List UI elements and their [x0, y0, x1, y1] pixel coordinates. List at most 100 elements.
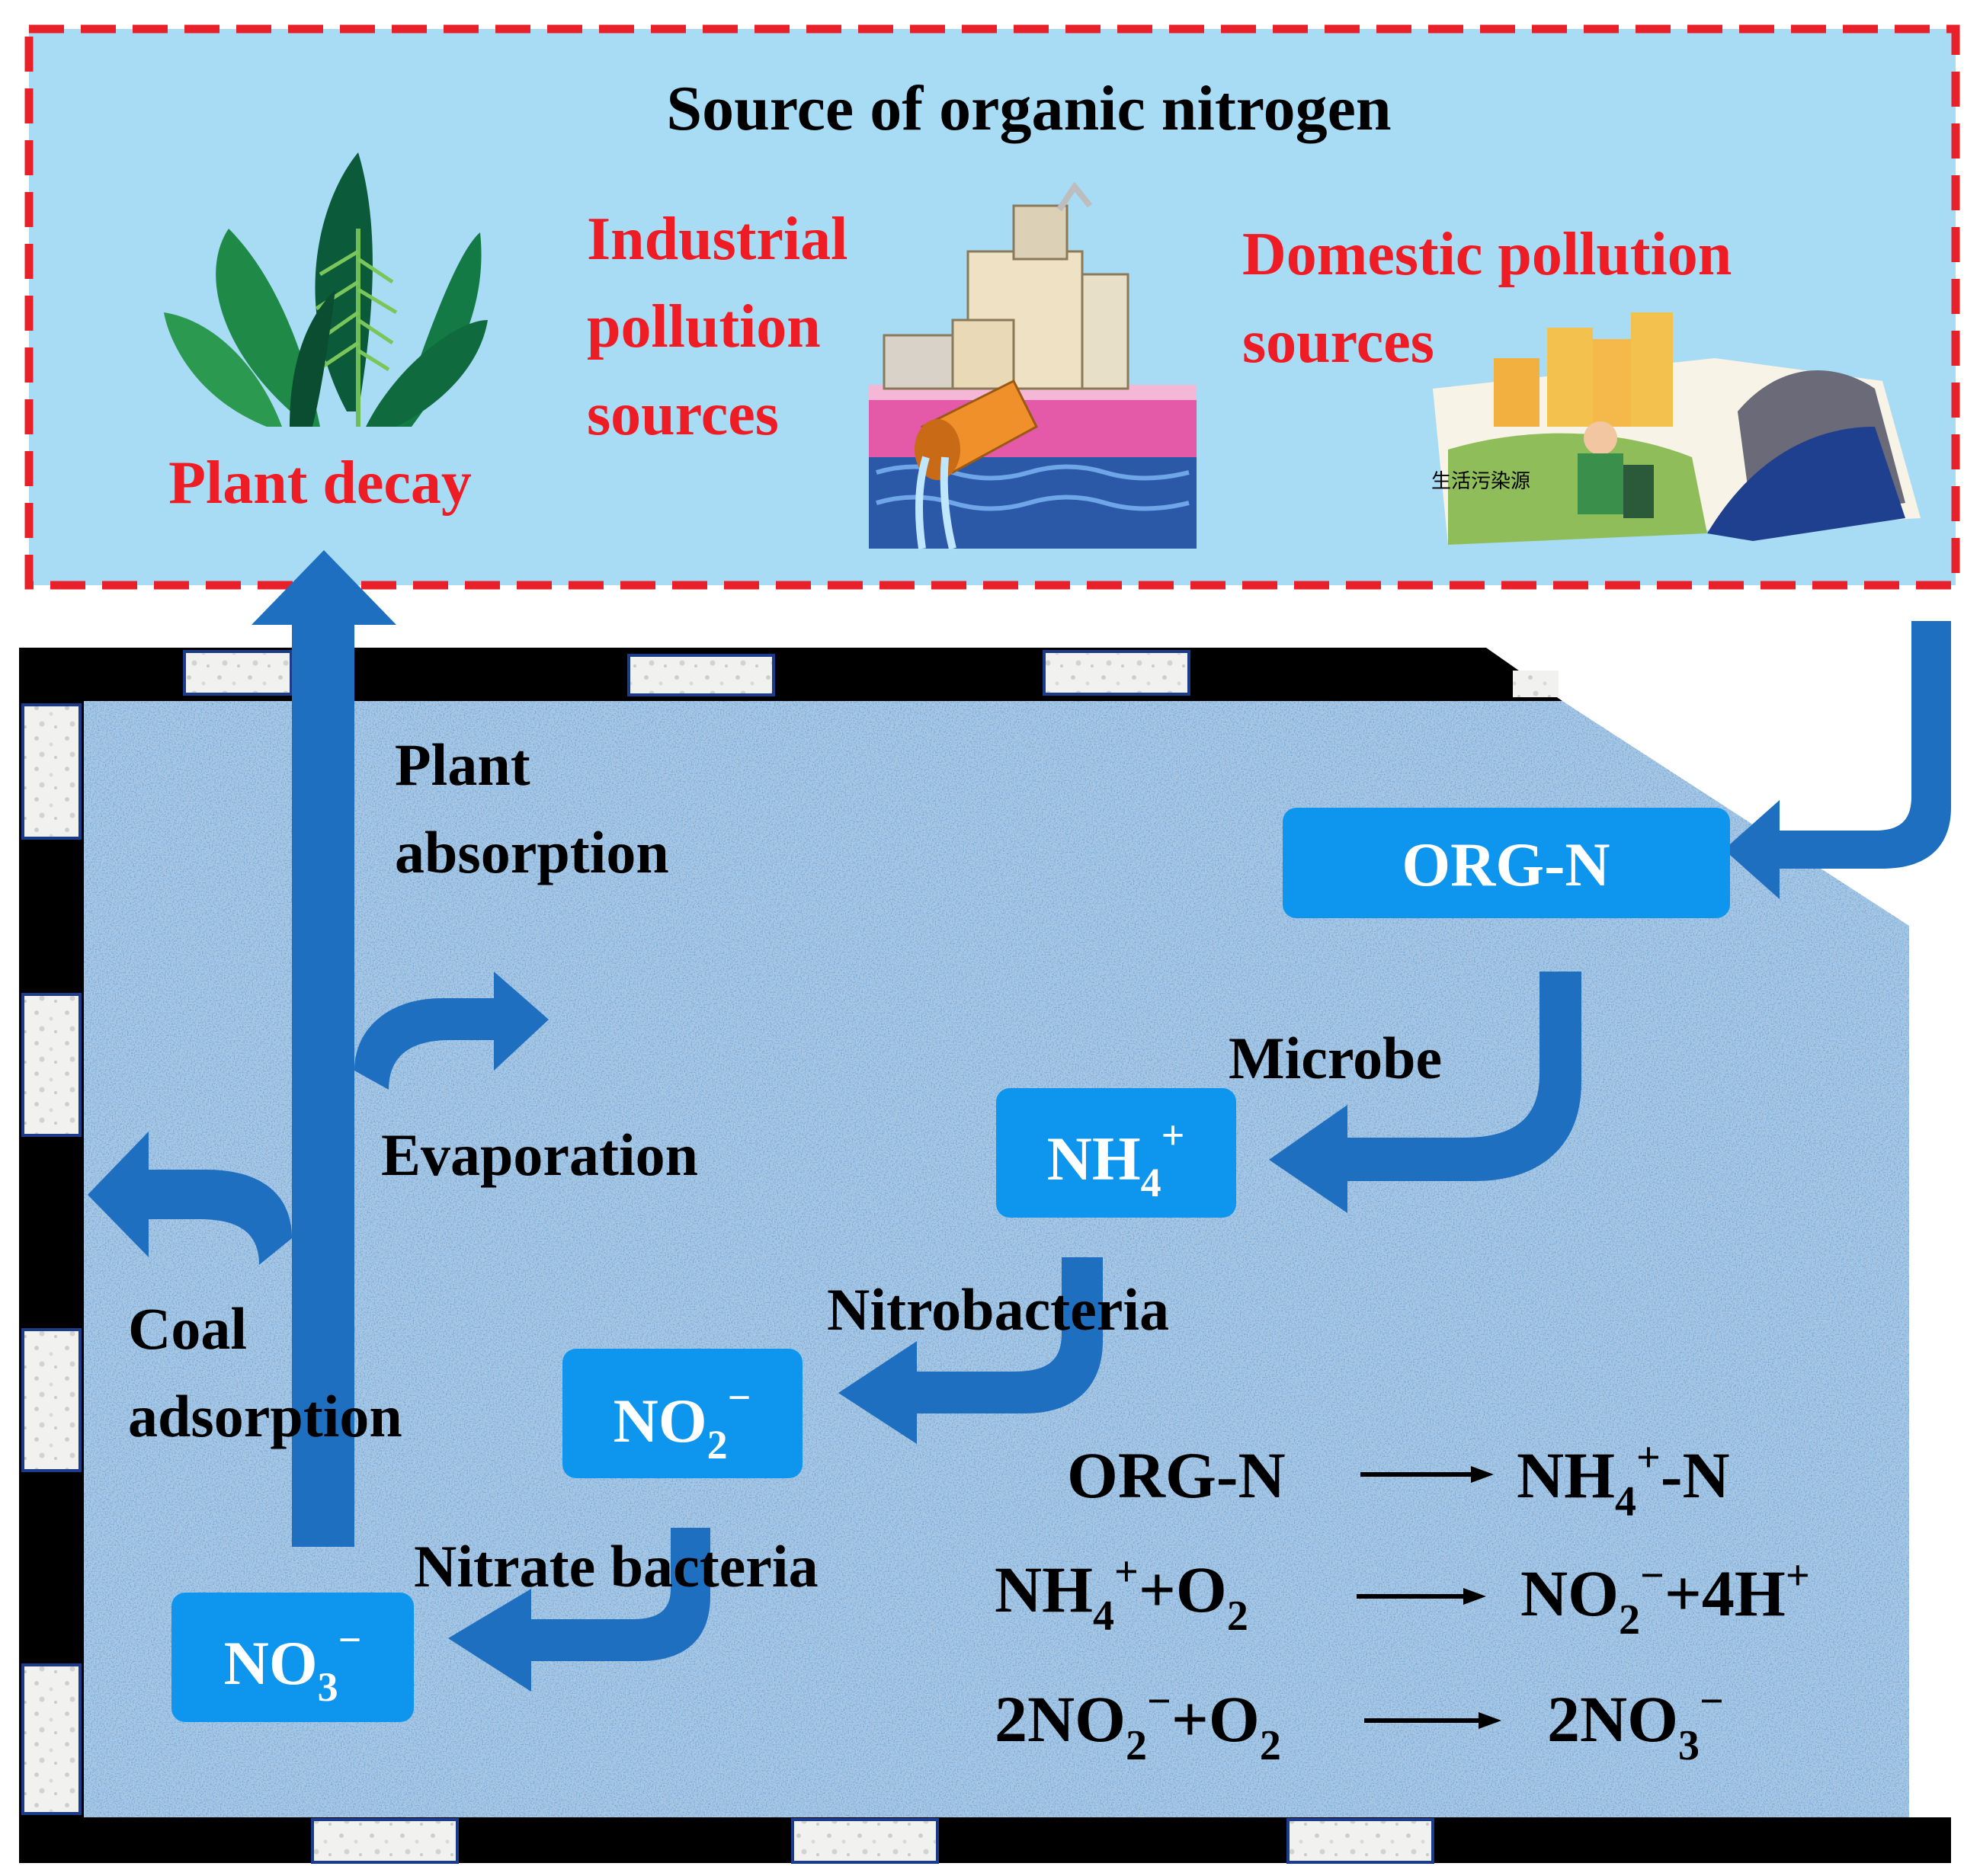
eq-1-lhs-part: 2: [1227, 1593, 1248, 1640]
eq-1-lhs-part: NH: [995, 1553, 1093, 1626]
eq-1-rhs-part: 2: [1619, 1596, 1640, 1644]
no3-node-label: NO3−: [224, 1617, 362, 1710]
wall-stone: [21, 1328, 82, 1472]
domestic-label-line-2: sources: [1242, 309, 1434, 376]
no3-sub: 3: [318, 1664, 338, 1710]
eq-2-rhs-part: 3: [1678, 1722, 1700, 1769]
nh4-sup: +: [1161, 1112, 1185, 1158]
microbe-label: Microbe: [1229, 1025, 1442, 1091]
eq-1-rhs-part: +4H: [1664, 1557, 1786, 1630]
no2-sup: −: [728, 1375, 751, 1420]
left-wall: [19, 648, 84, 1855]
wall-stone: [311, 1818, 459, 1864]
wall-stone: [21, 703, 82, 840]
eq-1-lhs-part: +: [1114, 1548, 1139, 1596]
wall-stone: [1043, 650, 1190, 696]
nitrate-bacteria-label: Nitrate bacteria: [414, 1533, 819, 1599]
water-texture: [84, 701, 1909, 1817]
wall-stone: [1513, 671, 1559, 697]
eq-2-rhs-part: 2NO: [1547, 1682, 1678, 1756]
source-panel-title: Source of organic nitrogen: [666, 73, 1391, 144]
equation-3-rhs: 2NO3−: [1547, 1678, 1724, 1769]
eq-0-rhs-part: 4: [1615, 1478, 1636, 1525]
industrial-label-line-1: Industrial: [587, 206, 847, 273]
reaction-equations: ORG-N NH4+-N NH4++O2 NO2−+4H+ 2NO2−+O2 2…: [995, 1434, 1810, 1769]
flow-arrows: [88, 550, 1951, 1692]
coal-adsorption-label-line-1: Coal: [128, 1295, 247, 1362]
wall-stone: [21, 1663, 82, 1815]
plant-decay-illustration: [164, 152, 488, 427]
eq-2-rhs-part: −: [1700, 1678, 1724, 1725]
bottom-wall: [19, 1817, 1951, 1863]
plant-decay-label: Plant decay: [168, 450, 472, 517]
plant-absorption-label-line-2: absorption: [395, 819, 669, 885]
domestic-pollution-illustration: 生活污染源: [1431, 312, 1921, 545]
evaporation-arrow: [354, 972, 549, 1090]
industrial-label-line-2: pollution: [587, 293, 821, 360]
no2-base: NO: [614, 1386, 707, 1455]
nitrobacteria-label: Nitrobacteria: [827, 1276, 1169, 1343]
nitrate-bacteria-arrow: [448, 1528, 710, 1692]
eq-2-lhs-part: 2: [1126, 1722, 1147, 1769]
equation-3: 2NO2−+O2 2NO3−: [995, 1678, 1724, 1769]
eq-0-rhs-part: +: [1636, 1434, 1661, 1481]
equation-1-rhs: NH4+-N: [1517, 1434, 1730, 1525]
no2-sub: 2: [707, 1422, 728, 1468]
source-panel: Source of organic nitrogen: [24, 24, 1960, 590]
org-n-node-label: ORG-N: [1402, 830, 1610, 899]
source-panel-dashed-border: [24, 24, 1960, 590]
no3-node: NO3−: [171, 1593, 414, 1722]
nh4-node: NH4+: [996, 1088, 1236, 1218]
eq-2-lhs-part: 2NO: [995, 1682, 1126, 1756]
no3-base: NO: [224, 1628, 318, 1698]
equation-3-arrow: [1364, 1712, 1501, 1729]
equation-1-arrow: [1360, 1466, 1494, 1483]
industrial-label-line-3: sources: [587, 381, 779, 448]
plant-absorption-arrow: [252, 550, 396, 1547]
eq-0-rhs-part: -N: [1661, 1439, 1730, 1512]
equation-2-rhs: NO2−+4H+: [1520, 1552, 1810, 1644]
wall-stone: [791, 1818, 939, 1864]
eq-2-lhs-part: 2: [1260, 1722, 1281, 1769]
equation-2-lhs: NH4++O2: [995, 1548, 1248, 1640]
wall-stone: [21, 993, 82, 1137]
equation-1-lhs: ORG-N: [1067, 1439, 1286, 1512]
eq-1-rhs-part: −: [1640, 1552, 1664, 1599]
eq-2-lhs-part: −: [1147, 1678, 1171, 1725]
no2-node: NO2−: [562, 1349, 803, 1478]
equation-2-arrow: [1357, 1588, 1486, 1605]
evaporation-label: Evaporation: [381, 1122, 698, 1188]
industrial-pollution-illustration: [869, 181, 1197, 550]
inflow-arrow: [1724, 621, 1951, 899]
wall-stone: [627, 654, 775, 696]
eq-1-rhs-part: +: [1786, 1552, 1810, 1599]
plant-absorption-label-line-1: Plant: [395, 732, 530, 798]
microbe-arrow: [1269, 972, 1581, 1213]
nh4-sub: 4: [1141, 1160, 1161, 1205]
process-labels: Plant absorption Evaporation Coal adsorp…: [128, 732, 1442, 1599]
eq-2-lhs-part: +O: [1171, 1682, 1260, 1756]
eq-1-lhs-part: +O: [1139, 1553, 1227, 1626]
nitrobacteria-arrow: [838, 1257, 1103, 1444]
wetland-basin: [19, 648, 1951, 1864]
eq-0-lhs-part: ORG-N: [1067, 1439, 1286, 1512]
no2-node-label: NO2−: [614, 1375, 751, 1468]
org-n-node: ORG-N: [1283, 808, 1730, 918]
coal-adsorption-arrow: [88, 1132, 292, 1265]
equation-1: ORG-N NH4+-N: [1067, 1434, 1730, 1525]
nh4-base: NH: [1047, 1124, 1141, 1193]
nitrogen-nodes: ORG-N NH4+ NO2− NO3−: [171, 808, 1730, 1722]
domestic-label-line-1: Domestic pollution: [1242, 221, 1732, 288]
domestic-sign-text: 生活污染源: [1431, 470, 1530, 493]
nh4-node-label: NH4+: [1047, 1112, 1185, 1205]
coal-adsorption-label-line-2: adsorption: [128, 1383, 402, 1449]
no3-sup: −: [338, 1617, 362, 1663]
eq-1-rhs-part: NO: [1520, 1557, 1619, 1630]
equation-3-lhs: 2NO2−+O2: [995, 1678, 1281, 1769]
eq-0-rhs-part: NH: [1517, 1439, 1615, 1512]
equation-2: NH4++O2 NO2−+4H+: [995, 1548, 1810, 1644]
wall-stone: [183, 650, 293, 696]
wall-stone: [1286, 1818, 1434, 1864]
eq-1-lhs-part: 4: [1093, 1593, 1114, 1640]
